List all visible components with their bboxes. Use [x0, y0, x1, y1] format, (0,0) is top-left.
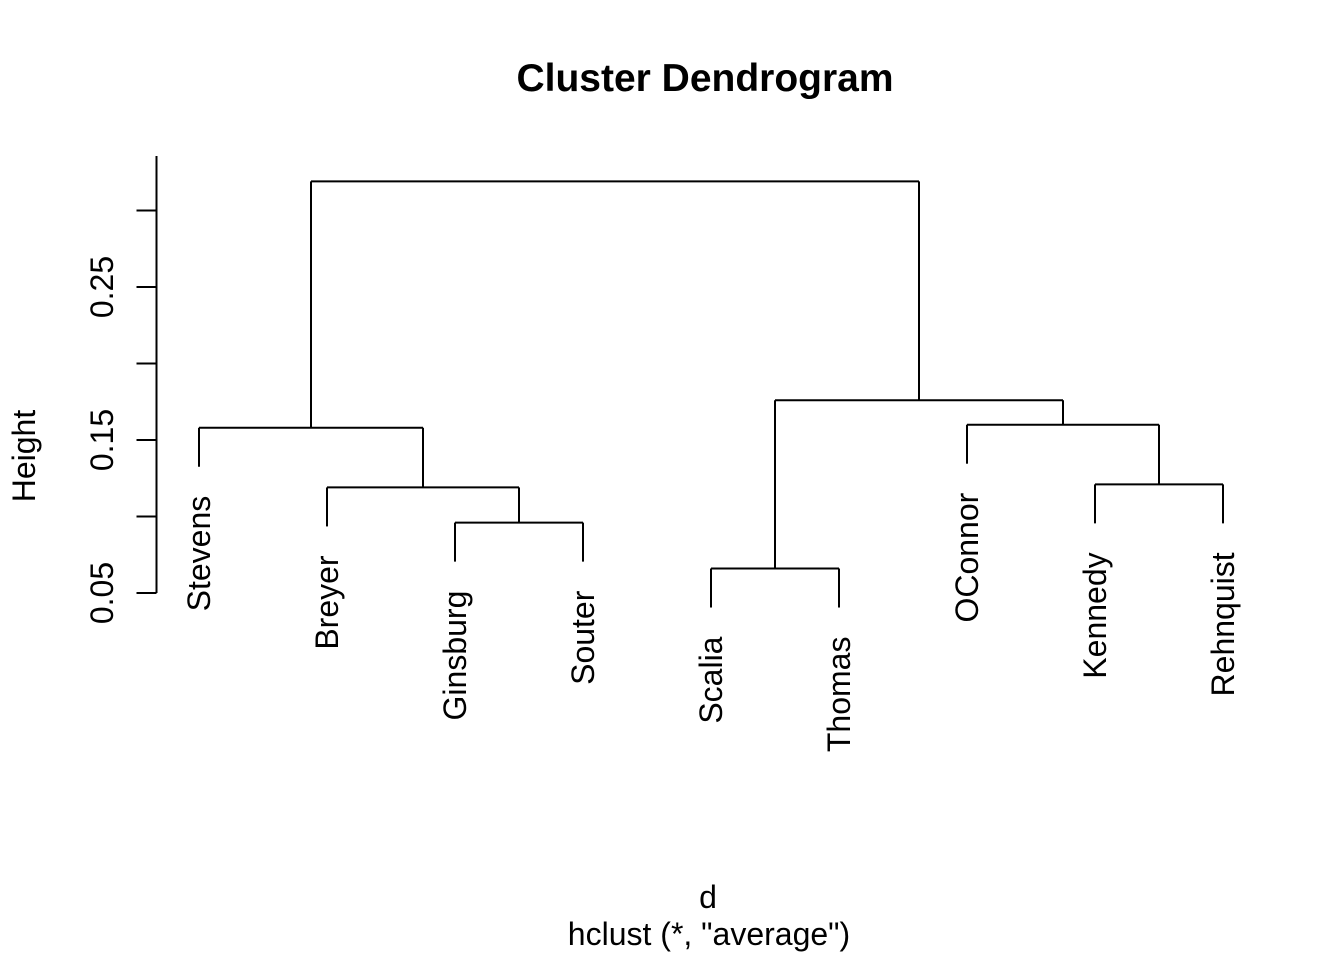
y-axis-label: Height: [6, 410, 42, 503]
y-axis: 0.05 0.15 0.25: [84, 156, 158, 624]
y-tick-label: 0.25: [84, 256, 120, 318]
leaf-label: Scalia: [693, 636, 729, 723]
leaf-label: Breyer: [309, 555, 345, 650]
leaf-label: Thomas: [821, 637, 857, 753]
leaf-label: OConnor: [949, 492, 985, 622]
leaf-label: Stevens: [181, 496, 217, 612]
y-tick-label: 0.15: [84, 409, 120, 471]
x-axis-label: d: [699, 879, 717, 915]
leaf-label: Rehnquist: [1205, 552, 1241, 696]
subtitle: hclust (*, "average"): [568, 916, 850, 952]
leaf-label: Kennedy: [1077, 552, 1113, 678]
y-tick-label: 0.05: [84, 562, 120, 624]
leaf-label: Souter: [565, 590, 601, 685]
chart-title: Cluster Dendrogram: [516, 57, 893, 100]
leaf-label: Ginsburg: [437, 591, 473, 721]
dendrogram-tree: Scalia Thomas Ginsburg Souter Breyer Kennedy R…: [181, 180, 1241, 753]
